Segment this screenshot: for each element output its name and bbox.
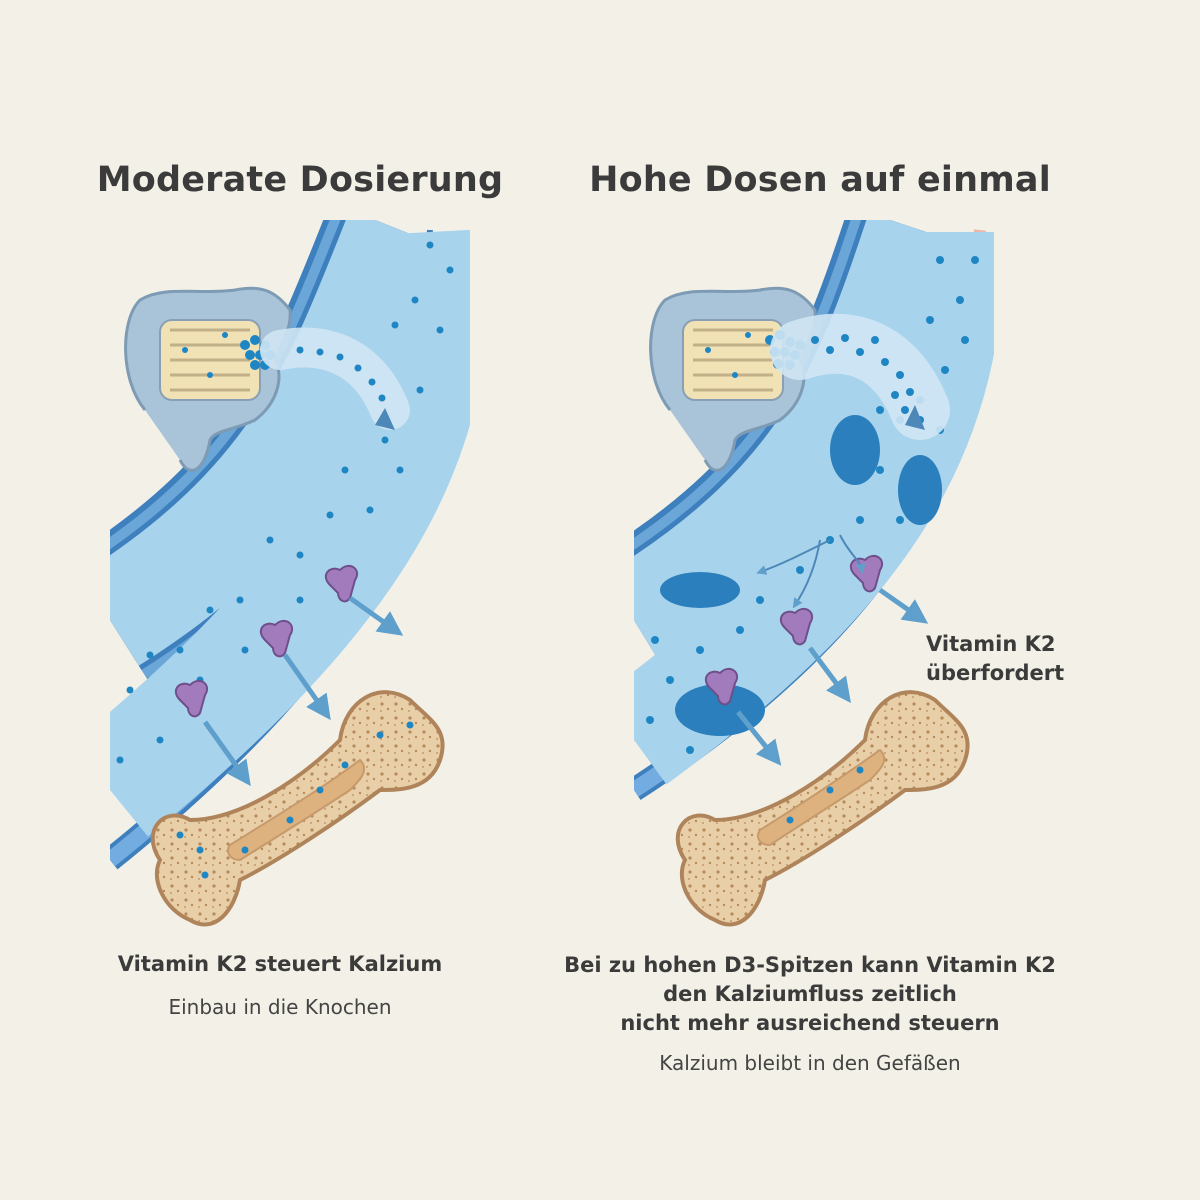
right-blood-vessel [634,220,994,801]
k2-protein [174,679,251,787]
k2-protein [324,564,404,636]
left-bone [150,690,445,927]
left-panel-title: Moderate Dosierung [96,160,504,200]
right-scene [634,220,994,927]
diverted-flow-arrows [756,534,866,609]
left-caption: Vitamin K2 steuert Kalzium [117,952,443,976]
left-subcaption: Einbau in die Knochen [168,995,392,1019]
k2-label-line: überfordert [926,661,1065,685]
right-bone [675,690,970,927]
left-blood-vessel [110,220,470,870]
right-absorption-arrow [770,313,950,440]
left-scene [110,220,470,927]
k2-protein [704,667,782,766]
right-caption-line: Bei zu hohen D3-Spitzen kann Vitamin K2 [564,953,1056,977]
right-caption-line: den Kalziumfluss zeitlich [663,982,957,1006]
left-k2-proteins [174,564,404,787]
k2-overwhelmed-label: Vitamin K2 überfordert [926,630,1064,688]
left-intestine [124,286,292,472]
right-caption: Bei zu hohen D3-Spitzen kann Vitamin K2 … [520,951,1100,1038]
right-k2-proteins [704,534,929,766]
left-absorption-arrow [260,327,410,430]
k2-protein [259,619,331,721]
right-panel-title: Hohe Dosen auf einmal [589,160,1051,200]
k2-label-line: Vitamin K2 [926,632,1056,656]
k2-protein [779,607,851,704]
right-intestine [649,286,817,472]
right-calcium-plaques [660,415,942,736]
right-subcaption: Kalzium bleibt in den Gefäßen [659,1051,961,1075]
left-calcium-in-vessel [116,241,454,764]
right-caption-line: nicht mehr ausreichend steuern [620,1011,1000,1035]
